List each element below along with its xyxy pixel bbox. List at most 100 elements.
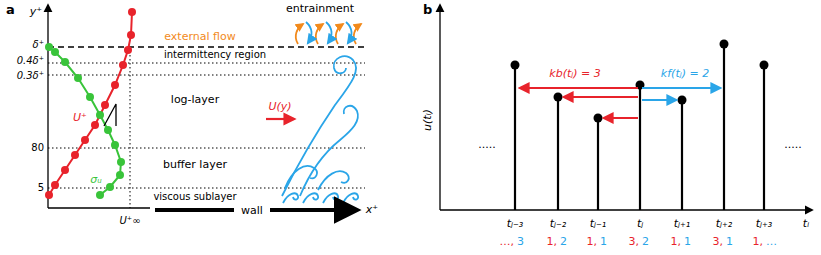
tick-label: tⱼ (637, 218, 643, 231)
panel-letter: a (6, 3, 15, 18)
stem-dot (554, 93, 563, 102)
backward-arrow (520, 87, 638, 89)
stem (723, 44, 725, 210)
stem (681, 100, 683, 210)
ellipsis: ..... (784, 139, 801, 152)
stems (515, 44, 764, 210)
forward-degree: … (766, 236, 777, 249)
region-line (48, 148, 365, 149)
y-axis (47, 5, 48, 208)
axis-label: x⁺ (366, 204, 378, 217)
region-line (48, 63, 365, 64)
backward-degree: …, (500, 236, 515, 249)
backward-degree: 1, (753, 236, 764, 249)
axis-label: y⁺ (30, 6, 42, 19)
region-label: buffer layer (163, 159, 227, 172)
forward-degree: 1 (726, 236, 733, 249)
stem (597, 118, 599, 210)
stem (639, 85, 641, 210)
forward-degree: 1 (684, 236, 691, 249)
tick-label: tⱼ₊₃ (756, 218, 772, 231)
backward-arrow (564, 96, 638, 98)
wall-line (155, 208, 234, 212)
stem-dot (678, 96, 687, 105)
flow-label: entrainment (286, 3, 354, 16)
tick-label: tⱼ₊₁ (674, 218, 690, 231)
wall-label: wall (241, 205, 263, 218)
stem (557, 97, 559, 210)
mean-flow-arrow (266, 118, 294, 120)
curve-label: U⁺ (73, 112, 87, 125)
freestream-line (130, 47, 131, 208)
rms-velocity-curve (49, 47, 121, 195)
vortex (282, 56, 356, 196)
entrainment-arrow (336, 24, 343, 44)
vortex (343, 193, 358, 203)
backward-degree: 1, (671, 236, 682, 249)
vortex (285, 166, 317, 188)
mean-velocity-curve (49, 12, 132, 195)
backward-degree: 1, (547, 236, 558, 249)
region-label: log-layer (171, 94, 219, 107)
stem-dots (511, 40, 769, 123)
vortex (300, 106, 358, 196)
region-line (48, 75, 365, 76)
entrainment-arrow (346, 22, 352, 43)
stem-dot (720, 40, 729, 49)
tick-label: 5 (38, 182, 44, 194)
tick-label: δ⁺ (33, 39, 44, 51)
panel-letter: b (423, 3, 432, 18)
vortex (283, 193, 298, 203)
backward-arrow (604, 117, 638, 119)
stem-dot (594, 114, 603, 123)
stem-dot (760, 61, 769, 70)
tick-label: 0.3δ⁺ (17, 70, 44, 82)
forward-degree: 2 (642, 236, 649, 249)
vortex (323, 193, 338, 203)
entrainment-arrow (306, 22, 312, 43)
degree-label: kb(tⱼ) = 3 (549, 68, 600, 81)
entrainment-arrow (296, 24, 303, 44)
ellipsis: ..... (478, 139, 495, 152)
axis-label: u(tᵢ) (422, 109, 435, 131)
entrainment-arrow (316, 24, 323, 44)
backward-degree: 1, (587, 236, 598, 249)
tick-label: U⁺∞ (120, 215, 141, 227)
forward-arrow (642, 87, 720, 89)
y-axis (439, 5, 440, 210)
tick-label: tⱼ₋₂ (550, 218, 566, 231)
tick-label: 0.4δ⁺ (17, 55, 44, 67)
forward-arrow (642, 99, 676, 101)
stem (763, 65, 765, 210)
forward-degree: 1 (600, 236, 607, 249)
backward-degree: 3, (713, 236, 724, 249)
region-label: intermittency region (164, 49, 266, 61)
tick-label: tⱼ₊₂ (716, 218, 732, 231)
forward-degree: 2 (560, 236, 567, 249)
region-line (48, 188, 365, 189)
region-label: external flow (164, 31, 235, 44)
curve-label: σᵤ (90, 174, 101, 187)
region-label: viscous sublayer (153, 191, 236, 203)
slope-triangle (104, 104, 116, 126)
vortex (303, 193, 318, 203)
flow-label: U(y) (268, 101, 291, 114)
entrainment-arrow (354, 24, 361, 44)
stem (514, 65, 516, 210)
stem-dot (511, 61, 520, 70)
backward-degree: 3, (629, 236, 640, 249)
tick-label: tⱼ₋₁ (590, 218, 606, 231)
forward-degree: 3 (517, 236, 524, 249)
x-axis (440, 209, 812, 210)
vortex-sketch (282, 56, 358, 203)
axis-label: tᵢ (803, 218, 809, 231)
degree-label: kf(tⱼ) = 2 (661, 68, 709, 81)
boundary-layer-edge (48, 46, 365, 48)
wall-line (270, 208, 356, 212)
entrainment-arrow (326, 22, 332, 43)
vortex (318, 171, 349, 190)
tick-label: tⱼ₋₃ (507, 218, 523, 231)
x-axis (48, 207, 150, 208)
tick-label: 80 (31, 142, 44, 154)
